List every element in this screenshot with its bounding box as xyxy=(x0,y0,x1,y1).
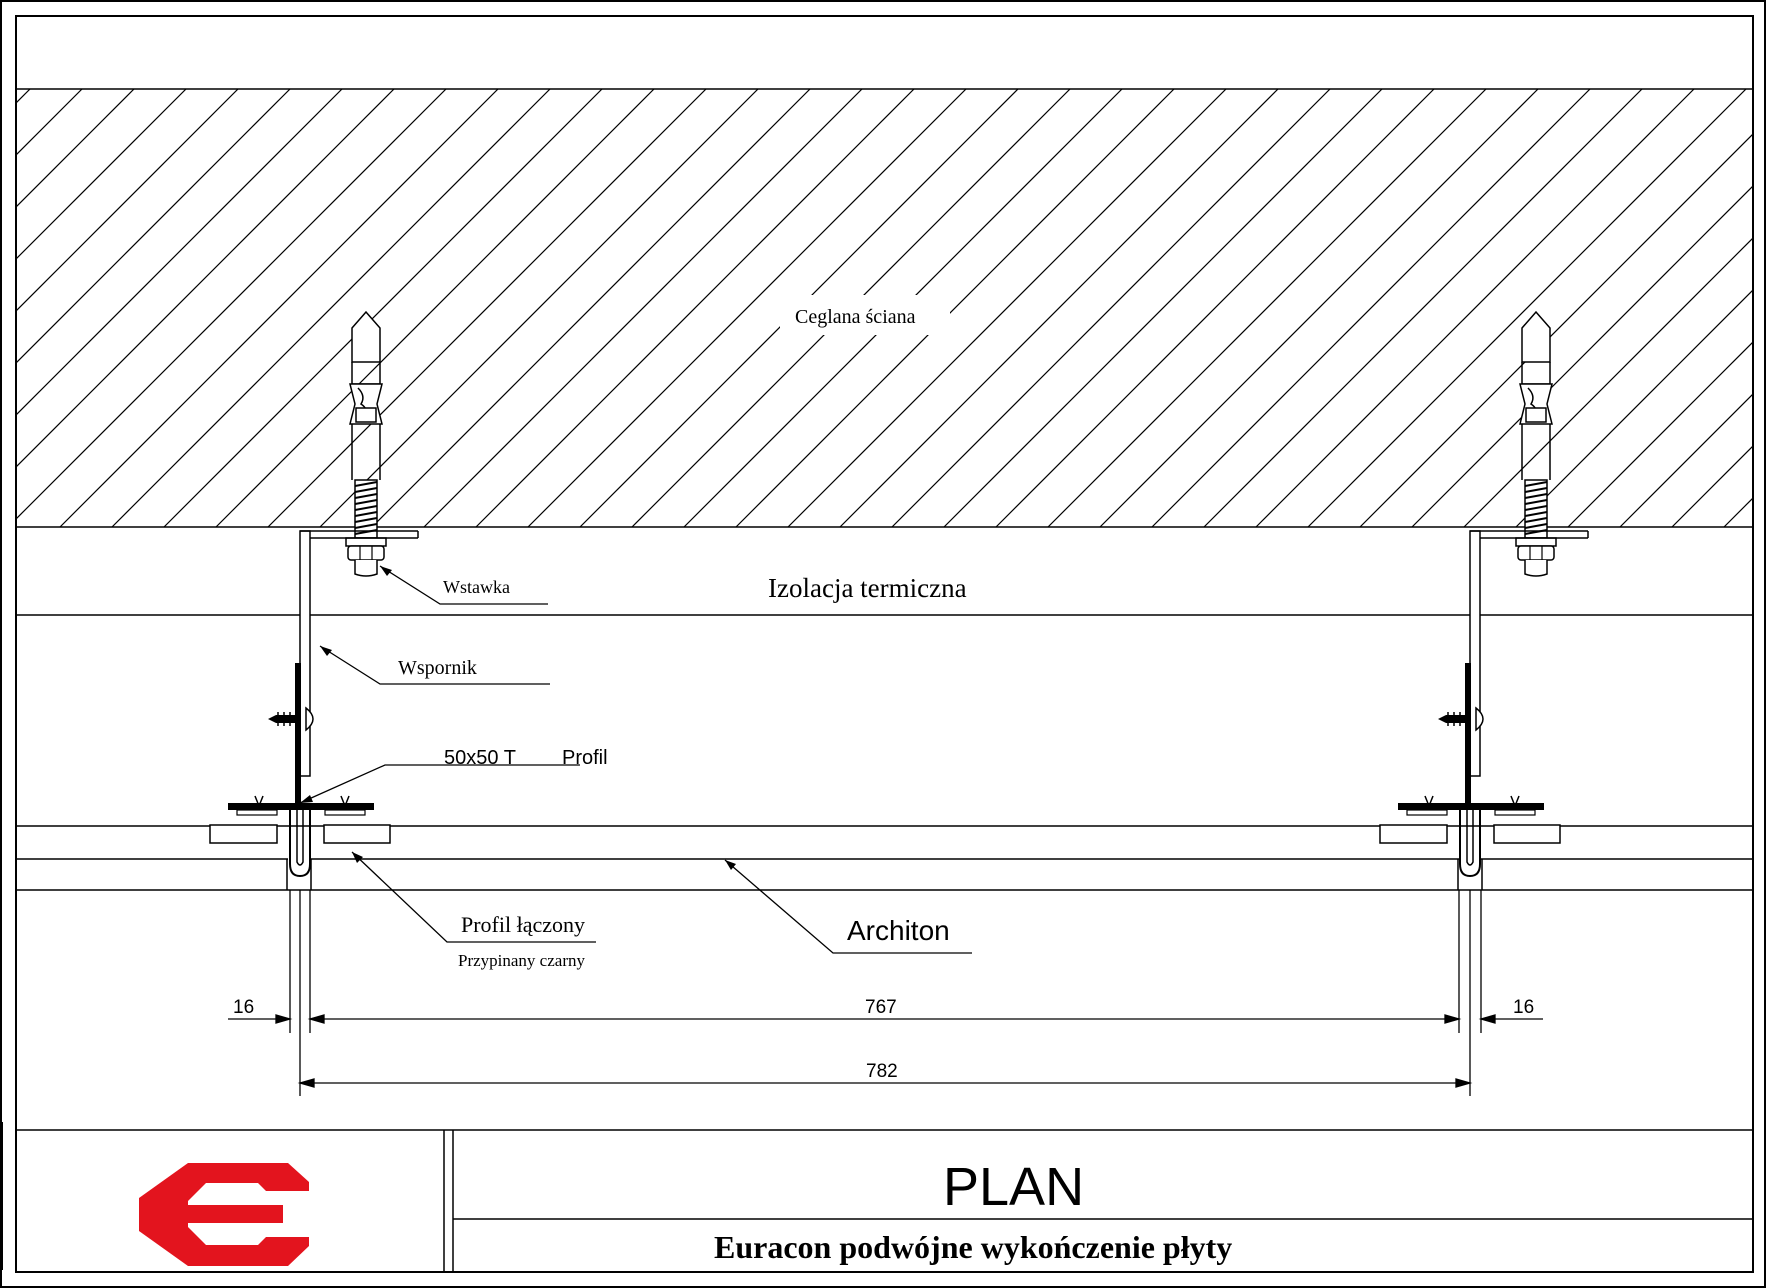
dim-right-gap: 16 xyxy=(1513,997,1534,1018)
dim-left-gap: 16 xyxy=(233,997,254,1018)
insulation-label: Izolacja termiczna xyxy=(768,573,967,603)
hatch-line xyxy=(1203,89,1643,527)
sheet-border-inner xyxy=(15,15,1754,1273)
hatch-line xyxy=(1463,237,1753,527)
hatch-line xyxy=(16,89,187,260)
title-block xyxy=(16,1129,1753,1272)
hatch-line xyxy=(1515,289,1753,527)
rail-left xyxy=(209,530,419,877)
hatch-line xyxy=(787,89,1227,527)
joined-profile-leader xyxy=(351,851,596,943)
hatch-line xyxy=(1671,445,1753,527)
rail-right xyxy=(1379,530,1589,877)
hatch-line xyxy=(527,89,967,527)
company-logo xyxy=(139,1163,309,1266)
wall-label: Ceglana ściana xyxy=(795,306,916,328)
hatch-line xyxy=(1307,89,1747,527)
dim-inner-span: 767 xyxy=(865,997,897,1018)
hatch-line xyxy=(943,89,1383,527)
hatch-line xyxy=(267,89,707,527)
pinned-black-label: Przypinany czarny xyxy=(458,951,585,970)
hatch-line xyxy=(59,89,499,527)
profile-leader xyxy=(299,764,580,804)
profile-size-label: 50x50 T xyxy=(444,747,516,769)
joined-profile-label: Profil łączony xyxy=(461,912,585,937)
hatch-line xyxy=(839,89,1279,527)
hatch-line xyxy=(1619,393,1753,527)
brick-wall-hatch xyxy=(16,89,1753,527)
hatch-line xyxy=(16,89,447,520)
insert-leader xyxy=(379,565,548,605)
hatch-line xyxy=(16,89,135,208)
panel-leader xyxy=(724,859,972,954)
hatch-line xyxy=(1411,185,1753,527)
title: PLAN xyxy=(943,1157,1084,1217)
hatch-line xyxy=(163,89,603,527)
hatch-line xyxy=(1359,133,1753,527)
hatch-line xyxy=(1047,89,1487,527)
hatch-line xyxy=(111,89,551,527)
subtitle: Euracon podwójne wykończenie płyty xyxy=(714,1229,1232,1265)
bracket-leader xyxy=(319,645,550,685)
panel-label: Architon xyxy=(847,915,950,946)
hatch-line xyxy=(1723,497,1753,527)
hatch-line xyxy=(1567,341,1753,527)
hatch-line xyxy=(16,89,291,364)
hatch-line xyxy=(1255,89,1695,527)
hatch-line xyxy=(16,89,343,416)
insert-label: Wstawka xyxy=(443,577,510,597)
hatch-line xyxy=(16,89,239,312)
hatch-line xyxy=(16,89,83,156)
hatch-line xyxy=(319,89,759,527)
hatch-line xyxy=(995,89,1435,527)
hatch-line xyxy=(423,89,863,527)
hatch-line xyxy=(371,89,811,527)
hatch-line xyxy=(16,89,395,468)
hatch-line xyxy=(1151,89,1591,527)
hatch-line xyxy=(475,89,915,527)
bracket-label: Wspornik xyxy=(398,657,477,679)
profile-label: Profil xyxy=(562,747,608,769)
anchor-right xyxy=(1515,311,1557,577)
hatch-line xyxy=(891,89,1331,527)
hatch-line xyxy=(735,89,1175,527)
anchor-left xyxy=(345,311,387,577)
hatch-line xyxy=(215,89,655,527)
hatch-line xyxy=(1099,89,1539,527)
dim-total-span: 782 xyxy=(866,1061,898,1082)
